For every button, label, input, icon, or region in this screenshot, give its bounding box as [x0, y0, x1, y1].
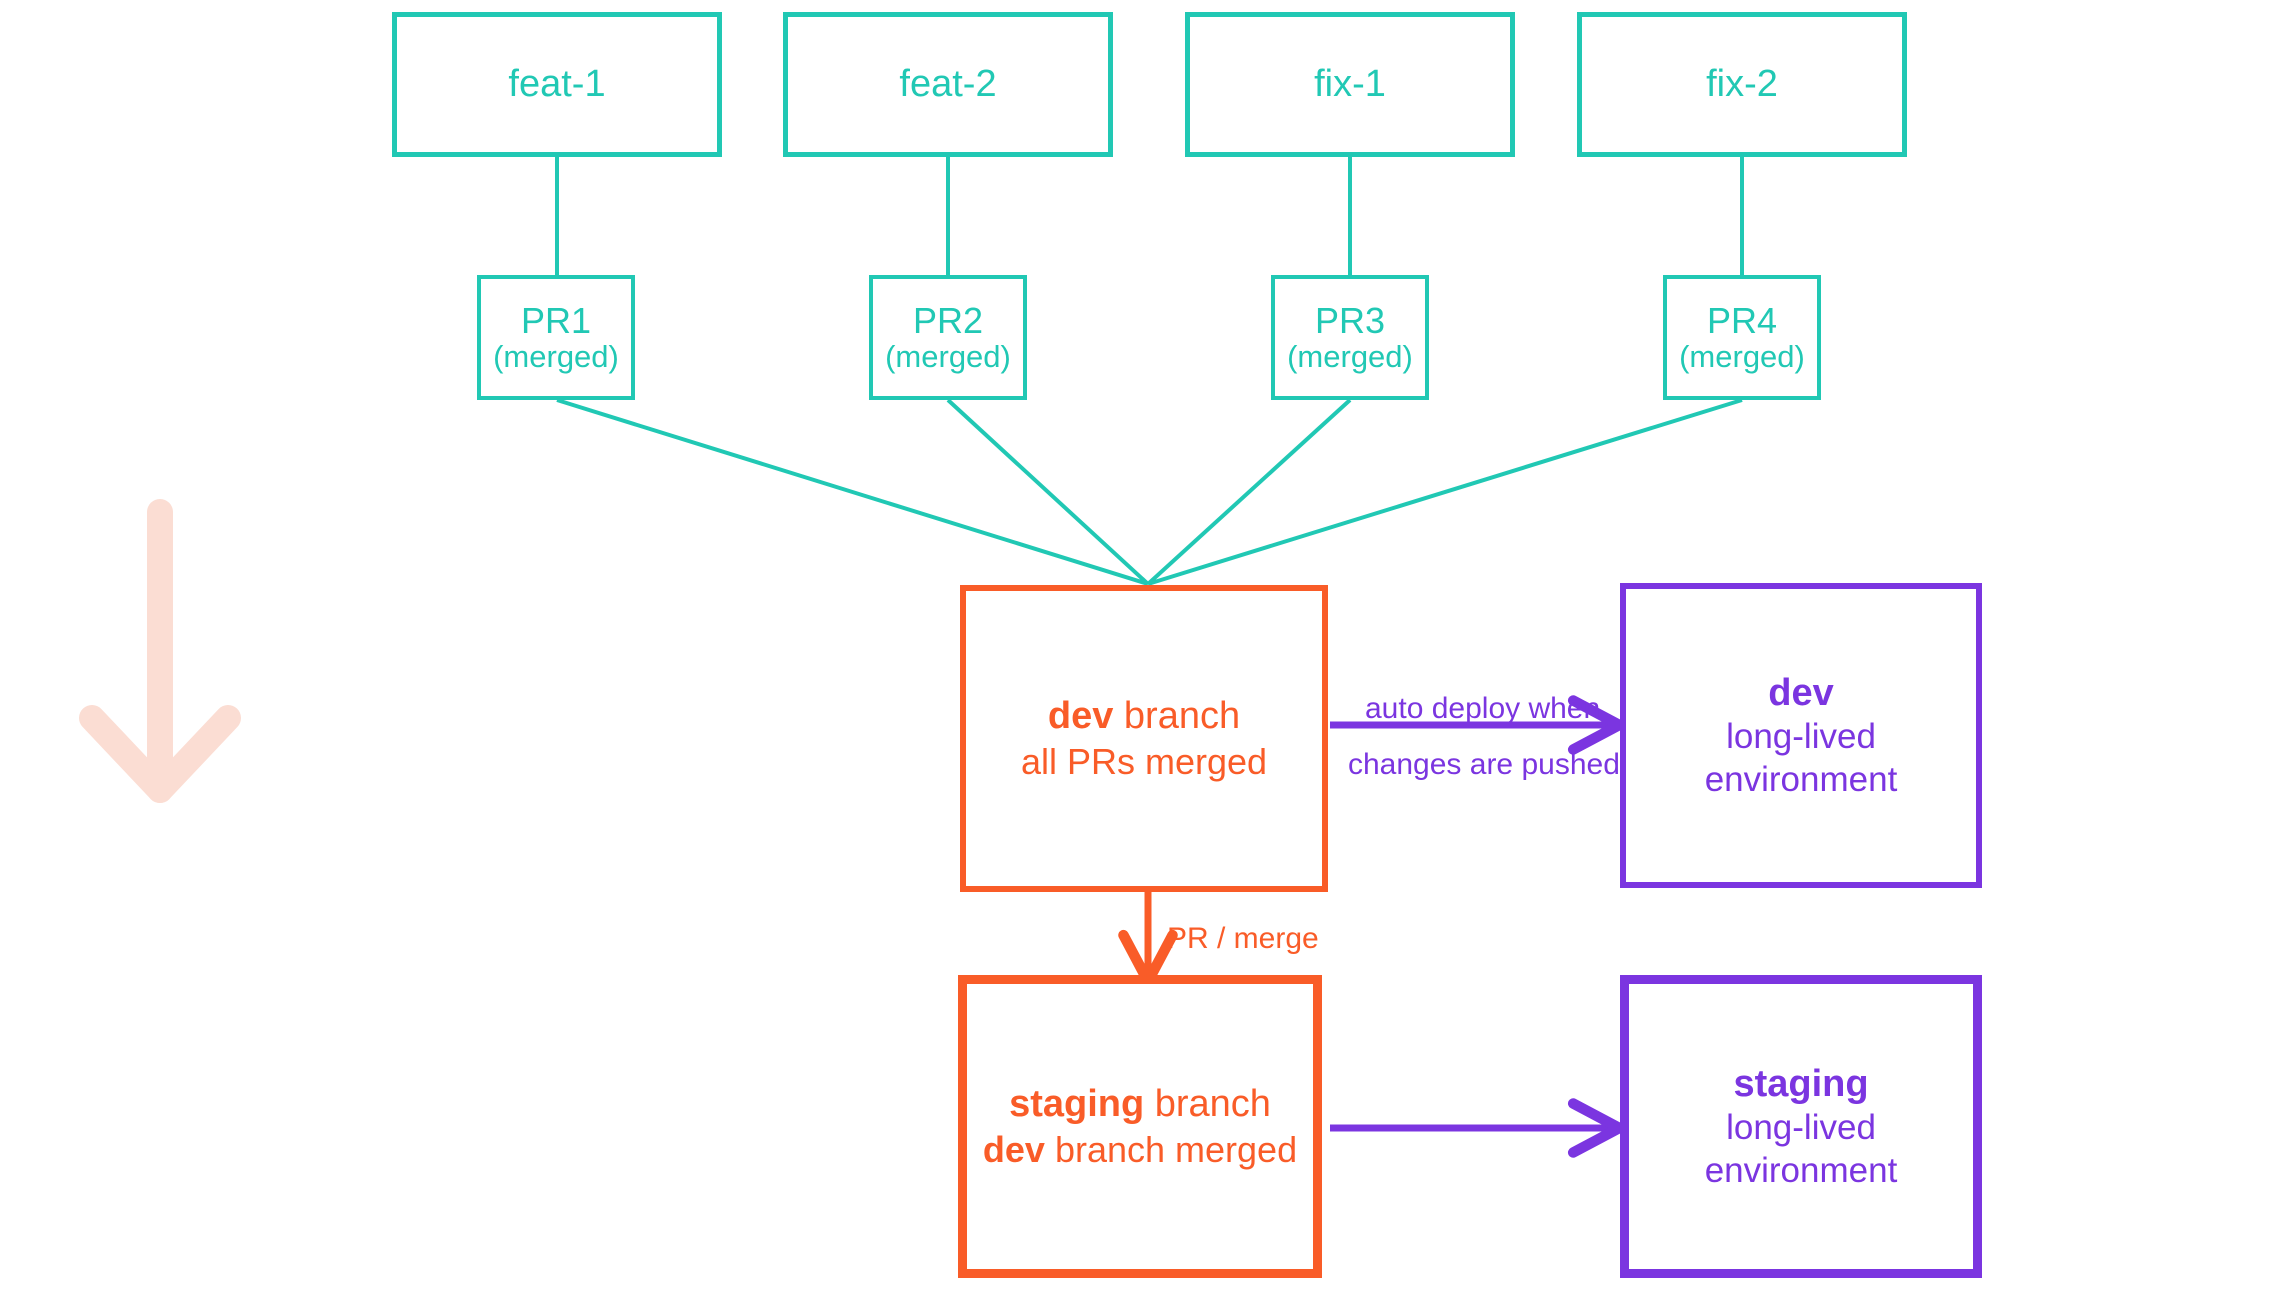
down-arrow-icon: [79, 499, 241, 803]
node-dev-branch-detail-rest: all PRs merged: [1020, 740, 1268, 782]
node-pr-4[interactable]: PR4 (merged): [1663, 275, 1821, 400]
node-dev-branch-title-rest: branch: [1113, 695, 1241, 738]
node-dev-branch-title: dev branch: [1048, 693, 1240, 739]
node-pr-3[interactable]: PR3 (merged): [1271, 275, 1429, 400]
node-branch-fix-1-label: fix-1: [1314, 63, 1386, 106]
node-dev-branch-detail: all PRs merged: [1021, 740, 1267, 784]
node-staging-branch-title-bold: staging: [1009, 1083, 1145, 1126]
node-pr-2[interactable]: PR2 (merged): [869, 275, 1027, 400]
node-pr-2-status: (merged): [885, 339, 1011, 375]
node-branch-fix-1[interactable]: fix-1: [1185, 12, 1515, 157]
node-staging-branch[interactable]: staging branch dev branch merged: [958, 975, 1322, 1278]
node-staging-branch-title-rest: branch: [1144, 1083, 1271, 1126]
edge-pr2-to-dev-branch: [946, 398, 1150, 586]
edge-label-auto-deploy-bottom: changes are pushed: [1348, 748, 1620, 781]
edge-label-auto-deploy-top: auto deploy when: [1365, 692, 1601, 725]
edge-label-pr-merge: PR / merge: [1167, 922, 1319, 955]
node-branch-fix-2[interactable]: fix-2: [1577, 12, 1907, 157]
node-branch-feat-1-label: feat-1: [508, 63, 606, 106]
edge-pr4-to-dev-branch: [1147, 398, 1743, 586]
node-branch-feat-1[interactable]: feat-1: [392, 12, 722, 157]
node-dev-branch-title-bold: dev: [1047, 695, 1114, 738]
node-branch-feat-2-label: feat-2: [899, 63, 997, 106]
edge-pr1-to-dev-branch: [556, 398, 1149, 586]
node-dev-environment-line1: long-lived: [1726, 716, 1876, 756]
node-staging-environment-line2: environment: [1704, 1150, 1898, 1190]
node-dev-branch[interactable]: dev branch all PRs merged: [960, 585, 1328, 892]
node-pr-4-status: (merged): [1679, 339, 1805, 375]
node-staging-branch-title: staging branch: [1009, 1081, 1271, 1127]
node-staging-environment-line1: long-lived: [1726, 1107, 1876, 1147]
node-staging-branch-detail-bold: dev: [982, 1128, 1045, 1170]
node-branch-fix-2-label: fix-2: [1706, 63, 1778, 106]
node-pr-2-title: PR2: [912, 299, 984, 341]
node-staging-branch-detail-rest: branch merged: [1044, 1128, 1298, 1170]
node-pr-1-status: (merged): [493, 339, 619, 375]
node-dev-environment[interactable]: dev long-lived environment: [1620, 583, 1982, 888]
node-pr-1-title: PR1: [520, 299, 592, 341]
node-dev-environment-title: dev: [1768, 671, 1834, 714]
node-branch-feat-2[interactable]: feat-2: [783, 12, 1113, 157]
node-dev-environment-line2: environment: [1704, 759, 1898, 799]
node-staging-environment-title: staging: [1733, 1062, 1869, 1105]
node-staging-branch-detail: dev branch merged: [983, 1128, 1297, 1172]
edge-pr3-to-dev-branch: [1146, 398, 1352, 586]
node-pr-3-status: (merged): [1287, 339, 1413, 375]
node-pr-1[interactable]: PR1 (merged): [477, 275, 635, 400]
node-staging-environment[interactable]: staging long-lived environment: [1620, 975, 1982, 1278]
node-pr-3-title: PR3: [1314, 299, 1386, 341]
node-pr-4-title: PR4: [1706, 299, 1778, 341]
